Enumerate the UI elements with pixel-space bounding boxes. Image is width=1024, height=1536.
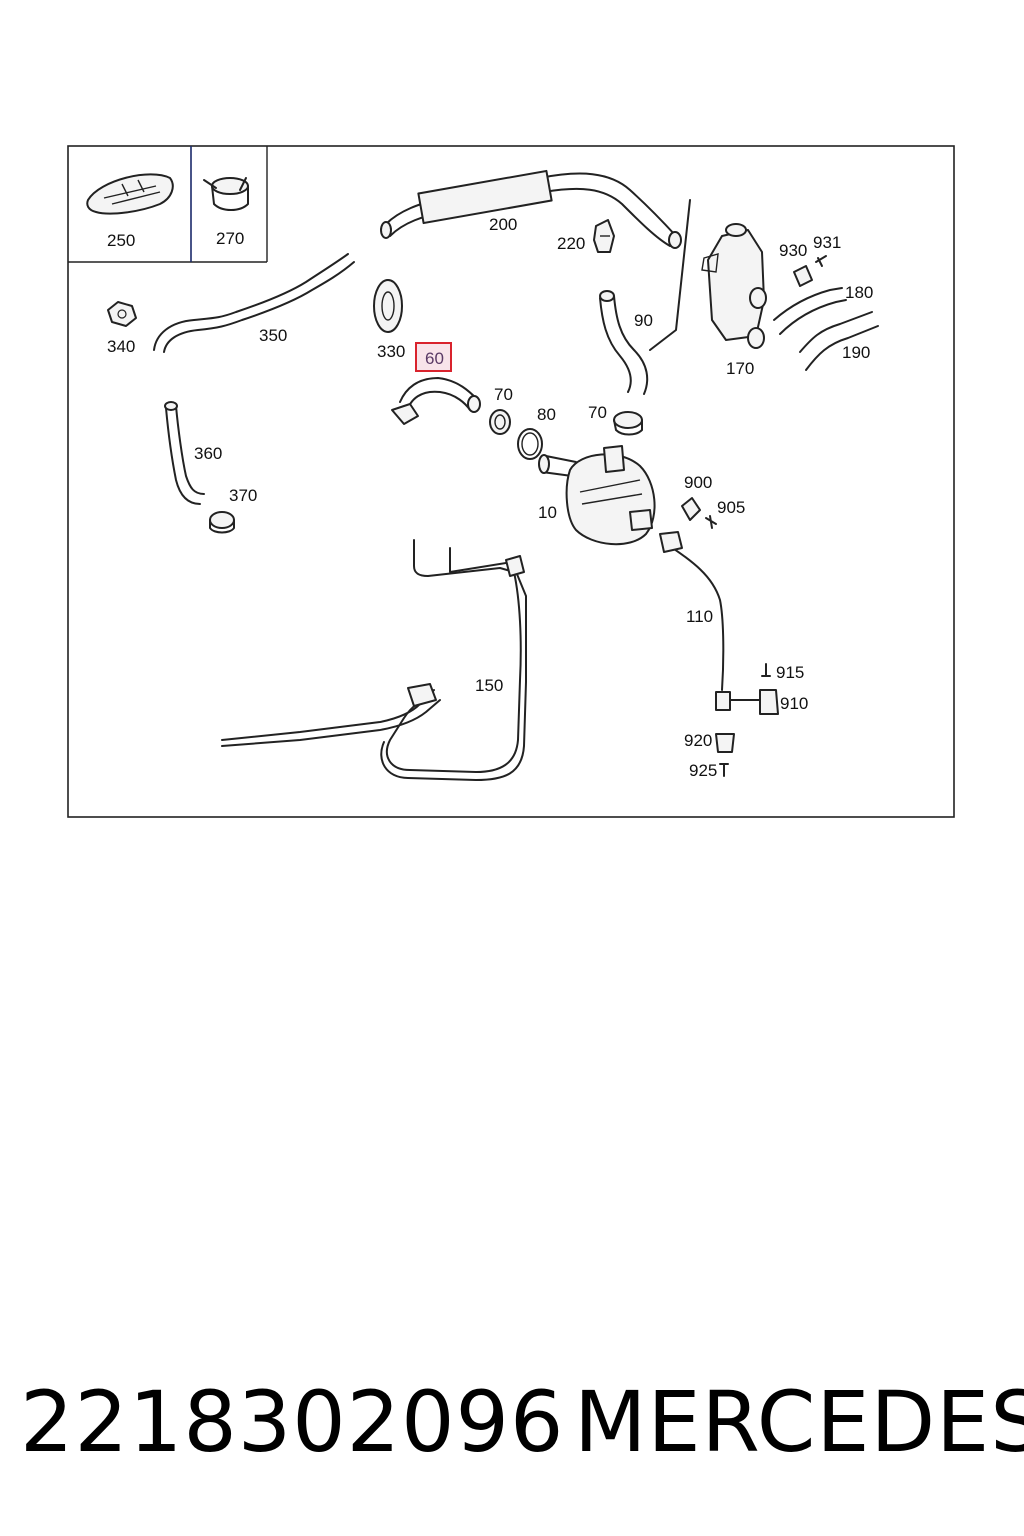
label-931: 931 xyxy=(813,233,841,252)
part-180-hose xyxy=(773,287,847,335)
label-10: 10 xyxy=(538,503,557,522)
part-370-clamp xyxy=(209,511,235,534)
label-270: 270 xyxy=(216,229,244,248)
label-350: 350 xyxy=(259,326,287,345)
part-number: 2218302096 xyxy=(20,1373,565,1471)
label-250: 250 xyxy=(107,231,135,250)
label-340: 340 xyxy=(107,337,135,356)
part-930-clip xyxy=(793,265,813,287)
part-925-pin xyxy=(719,763,729,777)
label-930: 930 xyxy=(779,241,807,260)
part-170-valve xyxy=(649,199,767,351)
part-920-connector xyxy=(715,733,735,753)
part-340-nut xyxy=(107,301,137,327)
label-220: 220 xyxy=(557,234,585,253)
label-330: 330 xyxy=(377,342,405,361)
part-70-clamp xyxy=(489,409,511,435)
label-915: 915 xyxy=(776,663,804,682)
label-110: 110 xyxy=(686,607,713,626)
label-905: 905 xyxy=(717,498,745,517)
part-250-clip xyxy=(86,173,174,215)
part-90-hose xyxy=(599,290,649,395)
label-170: 170 xyxy=(726,359,754,378)
part-360-hose xyxy=(164,401,205,505)
part-200-hose xyxy=(380,169,682,249)
label-60: 60 xyxy=(425,349,444,368)
part-931-pin xyxy=(815,255,827,267)
label-900: 900 xyxy=(684,473,712,492)
label-190: 190 xyxy=(842,343,870,362)
part-80-oring xyxy=(517,428,543,460)
label-90: 90 xyxy=(634,311,653,330)
label-70: 70 xyxy=(494,385,513,404)
part-350-hose xyxy=(153,253,355,353)
part-330-grommet xyxy=(373,279,403,333)
highlight-box-60 xyxy=(415,342,452,372)
label-925: 925 xyxy=(689,761,717,780)
label-200: 200 xyxy=(489,215,517,234)
part-900-sensor xyxy=(681,497,701,521)
footer: 2218302096 MERCEDES xyxy=(0,1372,1024,1472)
label-180: 180 xyxy=(845,283,873,302)
part-60-hose xyxy=(391,377,481,425)
part-190-hose xyxy=(799,311,879,371)
label-70: 70 xyxy=(588,403,607,422)
label-910: 910 xyxy=(780,694,808,713)
part-220-bracket xyxy=(593,219,615,253)
part-150-pipes xyxy=(221,539,527,781)
inset-box xyxy=(68,146,268,263)
label-920: 920 xyxy=(684,731,712,750)
part-270-clamp xyxy=(203,177,249,211)
label-370: 370 xyxy=(229,486,257,505)
label-360: 360 xyxy=(194,444,222,463)
label-80: 80 xyxy=(537,405,556,424)
label-150: 150 xyxy=(475,676,503,695)
part-110-harness xyxy=(659,531,731,711)
brand-name: MERCEDES xyxy=(574,1373,1024,1471)
part-910-connector xyxy=(729,689,779,715)
part-10-pump xyxy=(538,445,656,546)
part-905-pin xyxy=(705,515,717,529)
part-915-pin xyxy=(761,663,771,677)
part-70-clamp xyxy=(613,411,643,436)
diagram-frame xyxy=(67,145,955,818)
